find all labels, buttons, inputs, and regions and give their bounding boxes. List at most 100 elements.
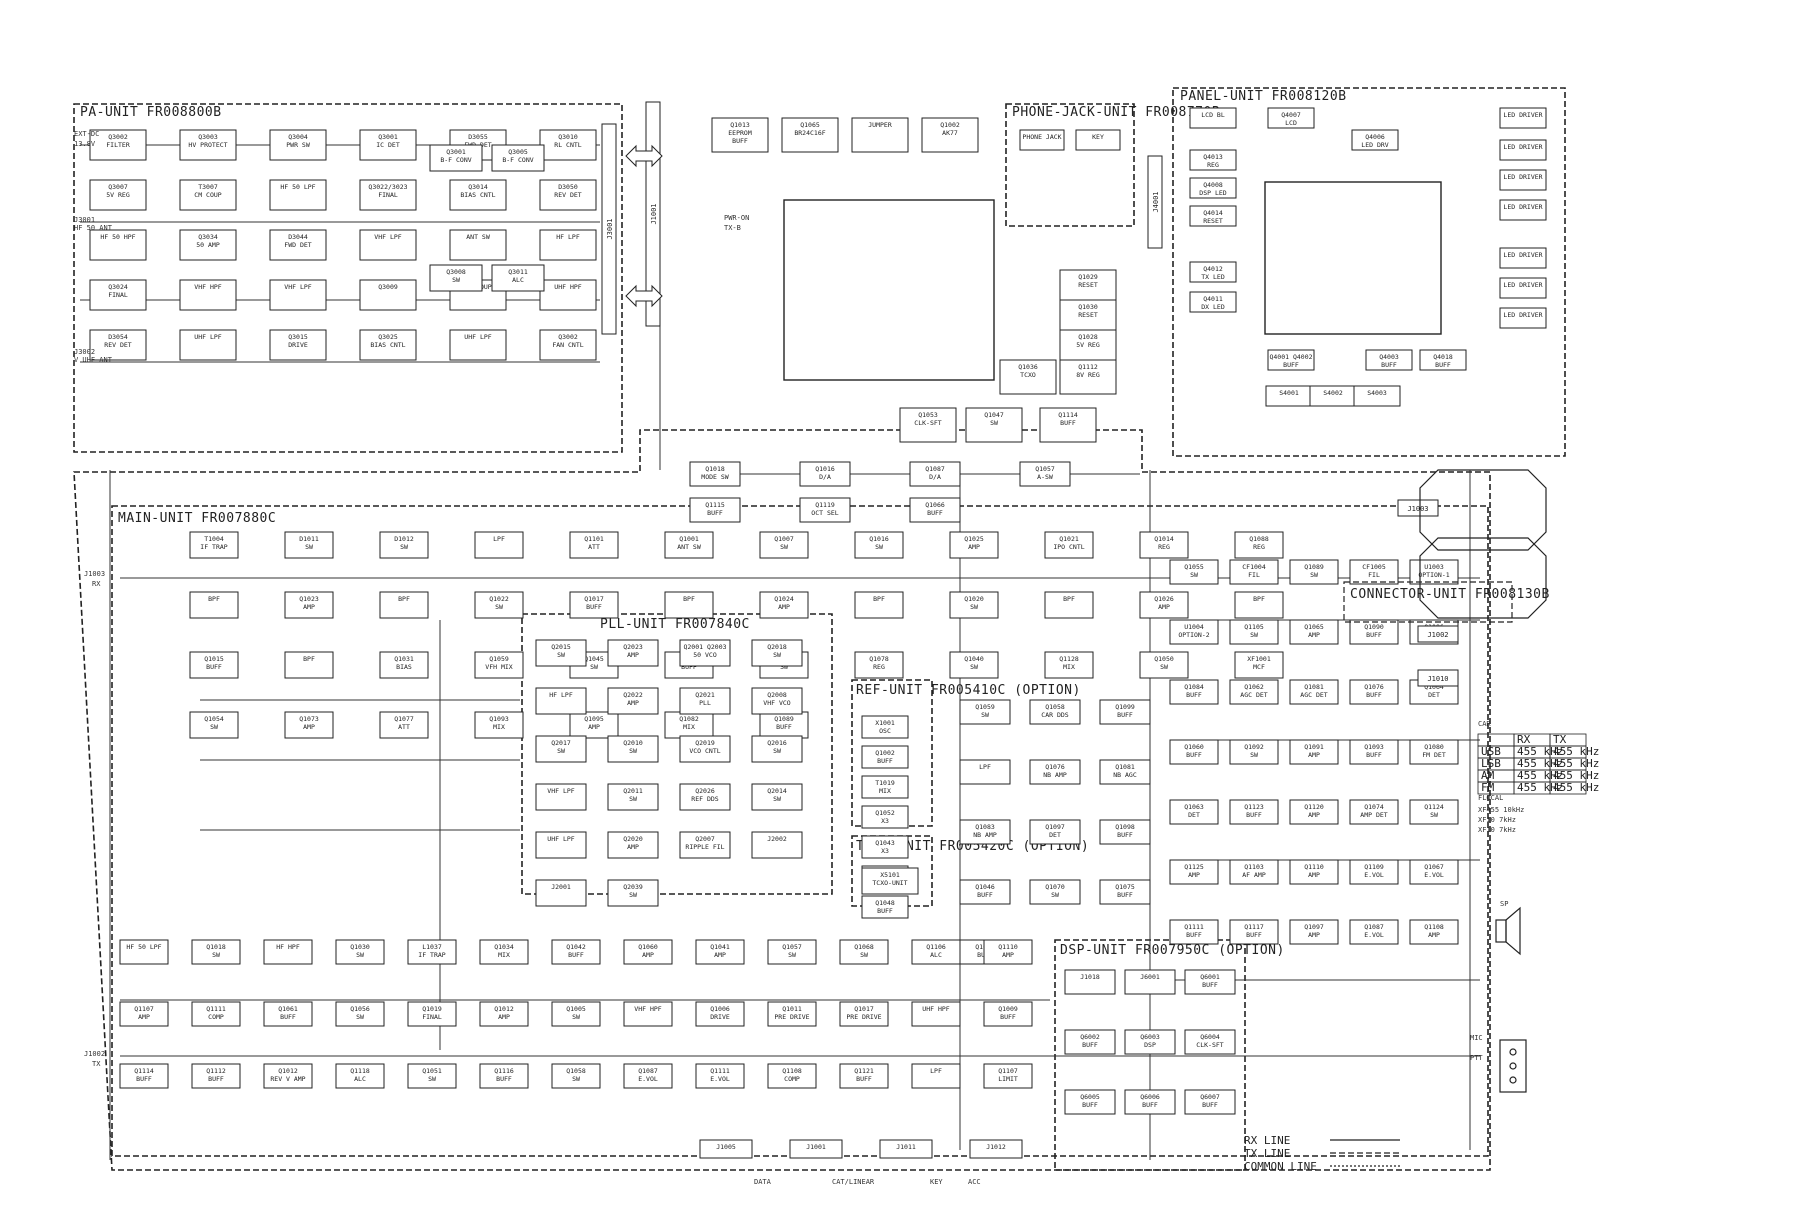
block-text: Q2022	[623, 691, 643, 699]
block-text: AK77	[942, 129, 958, 137]
block-text: D/A	[819, 473, 831, 481]
block-text: Q1017	[584, 595, 604, 603]
block-text: SW	[572, 1075, 580, 1083]
block-text: Q1118	[350, 1067, 370, 1075]
car-cell: FM	[1481, 781, 1495, 794]
block-text: AMP	[1158, 603, 1170, 611]
block-text: Q3007	[108, 183, 128, 191]
block-text: E.VOL	[1364, 871, 1384, 879]
block-p-ld2: LED DRIVER	[1499, 139, 1547, 161]
block-text: BUFF	[1186, 931, 1202, 939]
block-text: Q6005	[1080, 1093, 1100, 1101]
block-text: Q1076	[1364, 683, 1384, 691]
main-boundary	[73, 429, 1491, 1171]
block-text: U1004	[1184, 623, 1204, 631]
block-text: BUFF	[856, 1075, 872, 1083]
block-text: Q2023	[623, 643, 643, 651]
block-text: DET	[1428, 691, 1440, 699]
block-text: BUFF	[208, 1075, 224, 1083]
block-text: REF DDS	[691, 795, 718, 803]
block-text: Q1089	[774, 715, 794, 723]
block-text: Q2021	[695, 691, 715, 699]
block-text: LCD BL	[1201, 111, 1225, 119]
block-pll-j2002: J2002	[751, 831, 803, 859]
block-pa-hflpf: HF LPF	[539, 229, 597, 261]
unit-label-panel: PANEL-UNIT FR008120B	[1180, 89, 1347, 104]
block-text: BUFF	[206, 663, 222, 671]
block-text: AMP DET	[1360, 811, 1387, 819]
label-t-acc: ACC	[968, 1178, 981, 1186]
block-text: TX LED	[1201, 273, 1225, 281]
car-cell: USB	[1481, 745, 1501, 758]
block-text: Q1054	[204, 715, 224, 723]
block-text: CM COUP	[194, 191, 221, 199]
block-text: Q1111	[1184, 923, 1204, 931]
label-t-vuant: V UHF ANT	[74, 356, 113, 364]
block-text: Q1081	[1115, 763, 1135, 771]
car-cell: 455 kHz	[1553, 745, 1599, 758]
block-m-bpf1: BPF	[189, 591, 239, 619]
block-text: FM DET	[1422, 751, 1446, 759]
block-text: REV DET	[104, 341, 131, 349]
block-text: UHF LPF	[194, 333, 221, 341]
block-text: IF TRAP	[200, 543, 227, 551]
block-text: LED DRIVER	[1503, 143, 1542, 151]
car-cell: 455 kHz	[1517, 769, 1563, 782]
block-text: SW	[1310, 571, 1318, 579]
block-text: SW	[1051, 891, 1059, 899]
block-text: Q1107	[134, 1005, 154, 1013]
block-pll-uhflpf: UHF LPF	[535, 831, 587, 859]
block-text: SW	[970, 663, 978, 671]
block-p-ld4: LED DRIVER	[1499, 199, 1547, 221]
block-text: SW	[572, 1013, 580, 1021]
block-text: Q1087	[1364, 923, 1384, 931]
main-cpu-chip	[783, 199, 995, 381]
block-text: Q3010	[558, 133, 578, 141]
block-text: ALC	[354, 1075, 366, 1083]
block-text: Q1123	[1244, 803, 1264, 811]
block-text: Q1110	[1304, 863, 1324, 871]
block-text: VHF LPF	[284, 283, 311, 291]
block-text: HF HPF	[276, 943, 300, 951]
block-text: Q1109	[1364, 863, 1384, 871]
block-text: SW	[629, 747, 637, 755]
block-text: XF1001	[1247, 655, 1271, 663]
block-text: COMP	[784, 1075, 800, 1083]
block-pa-uhfhpf: UHF HPF	[539, 279, 597, 311]
block-text: Q1075	[1115, 883, 1135, 891]
block-text: Q2016	[767, 739, 787, 747]
block-text: Q3003	[198, 133, 218, 141]
block-text: AF AMP	[1242, 871, 1266, 879]
block-text: Q1107	[998, 1067, 1018, 1075]
block-text: Q1101	[584, 535, 604, 543]
block-text: Q1017	[854, 1005, 874, 1013]
block-text: Q1034	[494, 943, 514, 951]
block-tx-hpf: HF HPF	[263, 939, 313, 965]
